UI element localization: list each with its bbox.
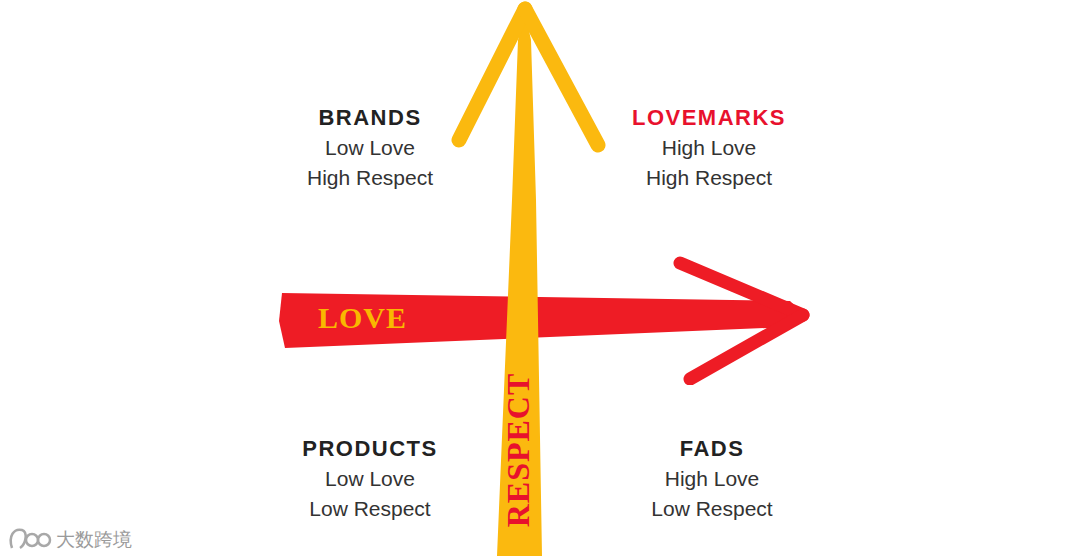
arrow-head (459, 9, 525, 140)
arrow-shaft (497, 12, 542, 556)
quadrant-text: Low Respect (651, 497, 772, 521)
quadrant-text: High Respect (646, 166, 772, 190)
arrow-head (690, 315, 803, 379)
axis-label: RESPECT (500, 373, 537, 528)
quadrant-text: High Love (665, 467, 760, 491)
quadrant-text: High Respect (307, 166, 433, 190)
quadrant-text: High Love (662, 136, 757, 160)
quadrant-title: FADS (680, 436, 745, 462)
quadrant-text: Low Respect (309, 497, 430, 521)
arrow-head (525, 9, 598, 145)
love-arrow: LOVE (275, 255, 810, 385)
arrow-head (680, 263, 803, 315)
quadrant-title: LOVEMARKS (632, 105, 786, 131)
arrow-shaft (279, 293, 805, 348)
quadrant-text: Low Love (325, 467, 415, 491)
logo-mark (11, 530, 50, 548)
quadrant-title: PRODUCTS (302, 436, 437, 462)
quadrant-text: Low Love (325, 136, 415, 160)
quadrant-title: BRANDS (318, 105, 421, 131)
axis-label: LOVE (318, 301, 407, 335)
respect-arrow: RESPECT (450, 0, 610, 560)
watermark: 大数跨境 (56, 527, 132, 553)
